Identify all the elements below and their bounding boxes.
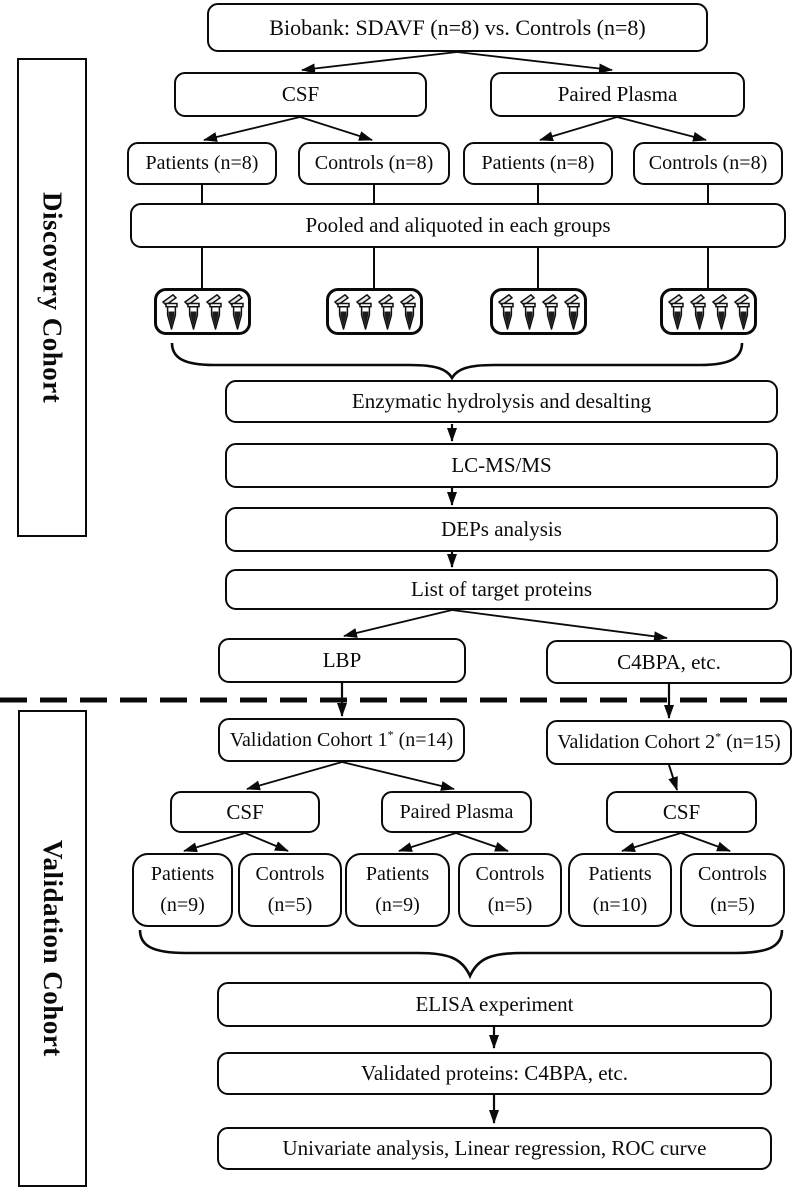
arrow-plasma-controls [616,116,707,142]
node-lbp: LBP [218,638,466,683]
arrow-cohort1-csf [246,761,343,791]
brace-validation [138,929,784,980]
validation-cohort-2-label: Validation Cohort 2* (n=15) [557,729,781,753]
arrow-vcsf2-patients [621,832,682,852]
arrow-csf-patients [203,116,301,142]
brace-discovery [170,342,744,381]
node-validation-cohort-1: Validation Cohort 1* (n=14) [218,718,465,762]
node-deps-analysis: DEPs analysis [225,507,778,552]
sample-tubes-icon [668,294,750,330]
node-validated-proteins: Validated proteins: C4BPA, etc. [217,1052,772,1095]
node-patients-vcsf1: Patients(n=9) [132,853,233,927]
sample-tubes-group-4 [660,288,757,335]
sample-tubes-icon [498,294,580,330]
node-controls-vplasma: Controls(n=5) [458,853,562,927]
node-list-target-proteins: List of target proteins [225,569,778,610]
node-csf-discovery: CSF [174,72,427,117]
node-paired-plasma-discovery: Paired Plasma [490,72,745,117]
arrow-vcsf2-controls [680,832,731,852]
node-paired-plasma-validation: Paired Plasma [381,791,532,833]
node-patients-csf-discovery: Patients (n=8) [127,142,277,185]
node-elisa: ELISA experiment [217,982,772,1027]
arrow-vplasma-patients [398,832,457,852]
sample-tubes-icon [334,294,416,330]
asterisk-footnote: * [387,726,394,741]
sample-tubes-group-3 [490,288,587,335]
arrow-vplasma-controls [455,832,509,852]
node-csf-validation-2: CSF [606,791,757,833]
node-pooled: Pooled and aliquoted in each groups [130,203,786,248]
node-lcmsms: LC-MS/MS [225,443,778,488]
node-biobank: Biobank: SDAVF (n=8) vs. Controls (n=8) [207,3,708,52]
arrow-csf-controls [299,116,373,141]
arrow-cohort1-plasma [341,761,455,791]
asterisk-footnote: * [715,729,722,744]
node-controls-plasma-discovery: Controls (n=8) [633,142,783,185]
node-controls-vcsf1: Controls(n=5) [238,853,342,927]
sidebar-discovery-cohort: Discovery Cohort [17,58,87,537]
arrow-list-c4bpa [451,609,668,642]
arrow-plasma-patients [539,116,618,142]
arrow-vcsf1-patients [183,832,246,853]
node-c4bpa: C4BPA, etc. [546,640,792,684]
node-validation-cohort-2: Validation Cohort 2* (n=15) [546,720,792,765]
sidebar-validation-cohort: Validation Cohort [18,710,87,1187]
arrow-biobank-plasma [456,51,613,74]
node-controls-csf-discovery: Controls (n=8) [298,142,450,185]
sample-tubes-group-2 [326,288,423,335]
sample-tubes-icon [162,294,244,330]
arrow-biobank-csf [301,51,458,74]
arrow-list-lbp [343,609,453,638]
node-csf-validation-1: CSF [170,791,320,833]
node-statistics: Univariate analysis, Linear regression, … [217,1127,772,1170]
arrow-vcsf1-controls [244,832,289,852]
node-patients-vplasma: Patients(n=9) [345,853,450,927]
node-enzymatic-hydrolysis: Enzymatic hydrolysis and desalting [225,380,778,423]
node-patients-plasma-discovery: Patients (n=8) [463,142,613,185]
node-patients-vcsf2: Patients(n=10) [568,853,672,927]
arrow-cohort2-csf [668,764,678,791]
node-controls-vcsf2: Controls(n=5) [680,853,785,927]
sample-tubes-group-1 [154,288,251,335]
validation-cohort-1-label: Validation Cohort 1* (n=14) [229,726,454,751]
